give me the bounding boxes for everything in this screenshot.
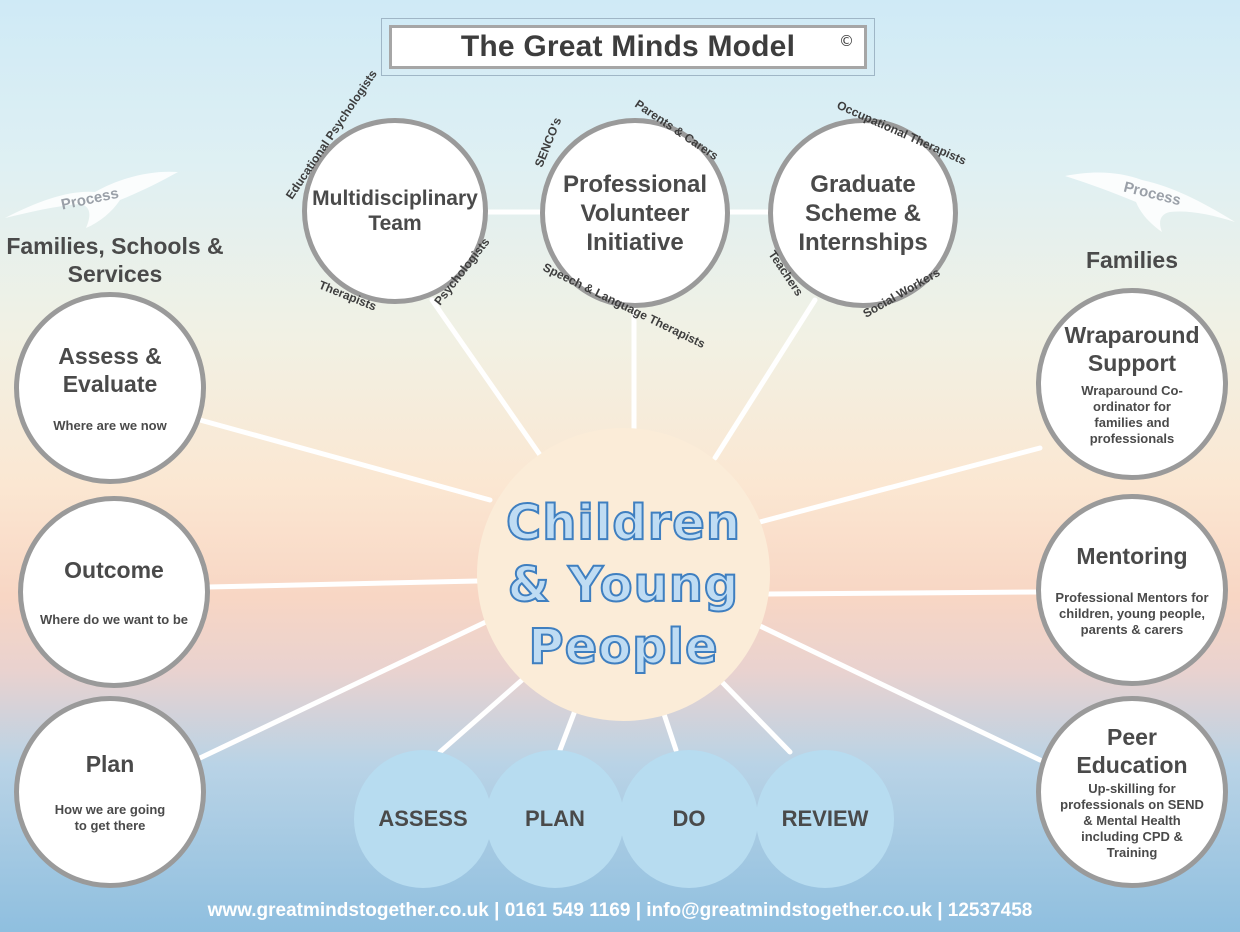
cycle-plan: PLAN	[486, 750, 624, 888]
outcome-circle: Outcome Where do we want to be	[18, 496, 210, 688]
hub-label: Children & Young People	[505, 494, 742, 676]
assess-evaluate-title: Assess & Evaluate	[58, 343, 162, 397]
cycle-assess: ASSESS	[354, 750, 492, 888]
mentoring-subtitle: Professional Mentors for children, young…	[1055, 590, 1209, 637]
mentoring-title: Mentoring	[1076, 543, 1188, 569]
assess-evaluate-circle: Assess & Evaluate Where are we now	[14, 292, 206, 484]
assess-evaluate-subtitle: Where are we now	[53, 418, 167, 433]
plan-circle: Plan How we are going to get there	[14, 696, 206, 888]
outcome-subtitle: Where do we want to be	[39, 612, 189, 627]
wraparound-support-circle: Wraparound Support Wraparound Co- ordina…	[1036, 288, 1228, 480]
volunteer-initiative-title: Professional Volunteer Initiative	[562, 170, 708, 256]
wraparound-support-subtitle: Wraparound Co- ordinator for families an…	[1081, 383, 1183, 446]
children-young-people-hub: Children & Young People	[477, 428, 770, 721]
title-frame: The Great Minds Model ©	[381, 18, 875, 76]
diagram-title: The Great Minds Model	[460, 30, 796, 63]
graduate-scheme-circle: Graduate Scheme & Internships	[768, 118, 958, 308]
multidisciplinary-team-title: Multidisciplinary Team	[312, 187, 478, 235]
left-heading: Families, Schools & Services	[6, 233, 224, 287]
cycle-review: REVIEW	[756, 750, 894, 888]
volunteer-initiative-circle: Professional Volunteer Initiative	[540, 118, 730, 308]
mentoring-circle: Mentoring Professional Mentors for child…	[1036, 494, 1228, 686]
multidisciplinary-team-circle: Multidisciplinary Team	[302, 118, 488, 304]
plan-title: Plan	[85, 751, 135, 777]
right-heading: Families	[1085, 247, 1179, 273]
contact-footer: www.greatmindstogether.co.uk | 0161 549 …	[207, 900, 1033, 921]
wraparound-support-title: Wraparound Support	[1064, 322, 1200, 376]
cycle-do: DO	[620, 750, 758, 888]
peer-education-subtitle: Up-skilling for professionals on SEND & …	[1060, 781, 1204, 860]
plan-subtitle: How we are going to get there	[54, 802, 166, 833]
graduate-scheme-title: Graduate Scheme & Internships	[798, 170, 928, 256]
outcome-title: Outcome	[64, 557, 164, 583]
peer-education-circle: Peer Education Up-skilling for professio…	[1036, 696, 1228, 888]
peer-education-title: Peer Education	[1076, 724, 1188, 778]
copyright-mark: ©	[839, 32, 854, 50]
title-plate: The Great Minds Model ©	[389, 25, 867, 69]
